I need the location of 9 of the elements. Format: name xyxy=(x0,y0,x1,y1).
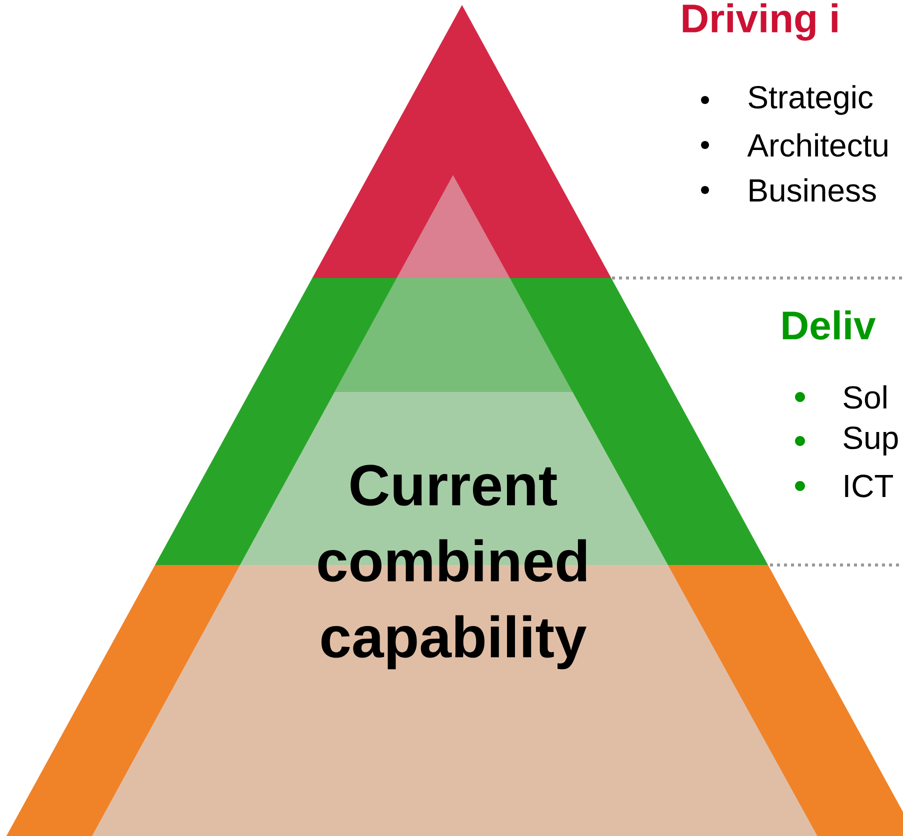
bullet-text: Sup xyxy=(844,426,898,456)
bullet-text: ICT xyxy=(845,474,893,498)
bullet-text: Architectu xyxy=(747,133,888,157)
bullet-text: Strategic xyxy=(748,85,873,115)
section-heading: Driving i xyxy=(682,3,838,41)
bullet-text: Business xyxy=(750,178,876,202)
section-heading: Deliv xyxy=(782,310,876,340)
bullet-text: Sol xyxy=(844,385,886,409)
pyramid-label: Current combined capability xyxy=(318,464,586,670)
